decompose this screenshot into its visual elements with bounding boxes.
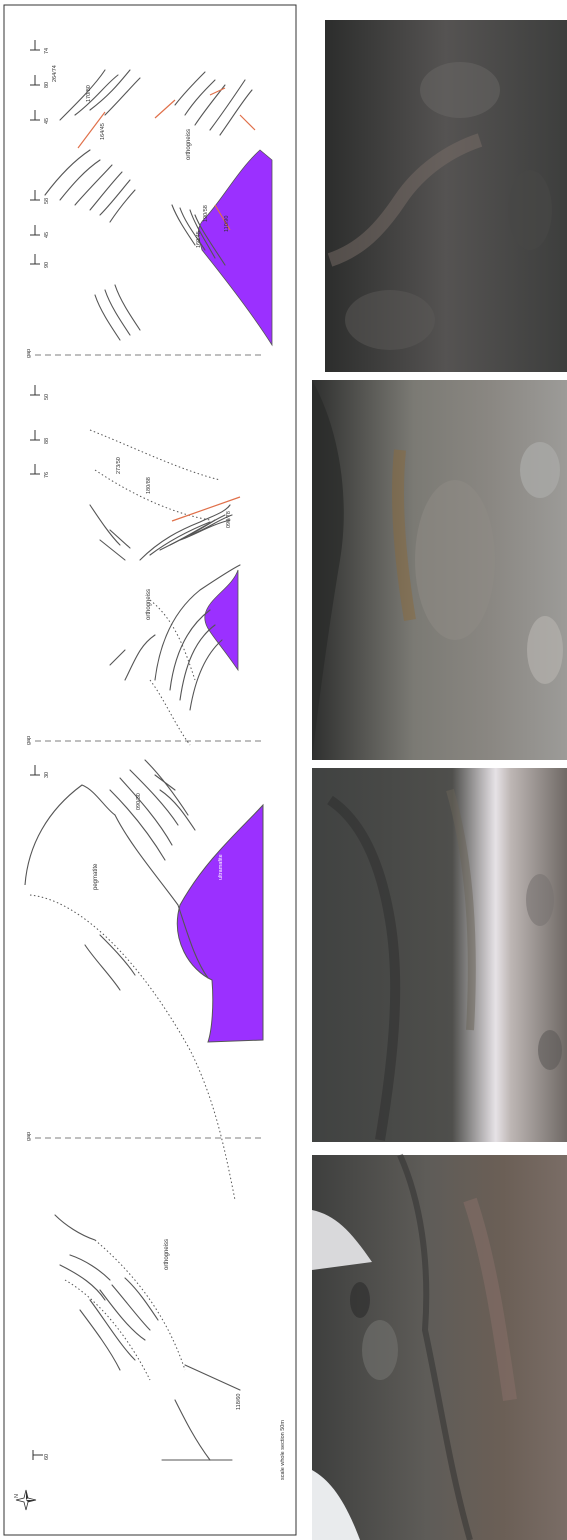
outcrop-photo-2 — [312, 768, 567, 1142]
outcrop-photo-1 — [312, 1155, 567, 1540]
outcrop-photo-4 — [325, 20, 567, 372]
outcrop-photo-3 — [312, 380, 567, 760]
